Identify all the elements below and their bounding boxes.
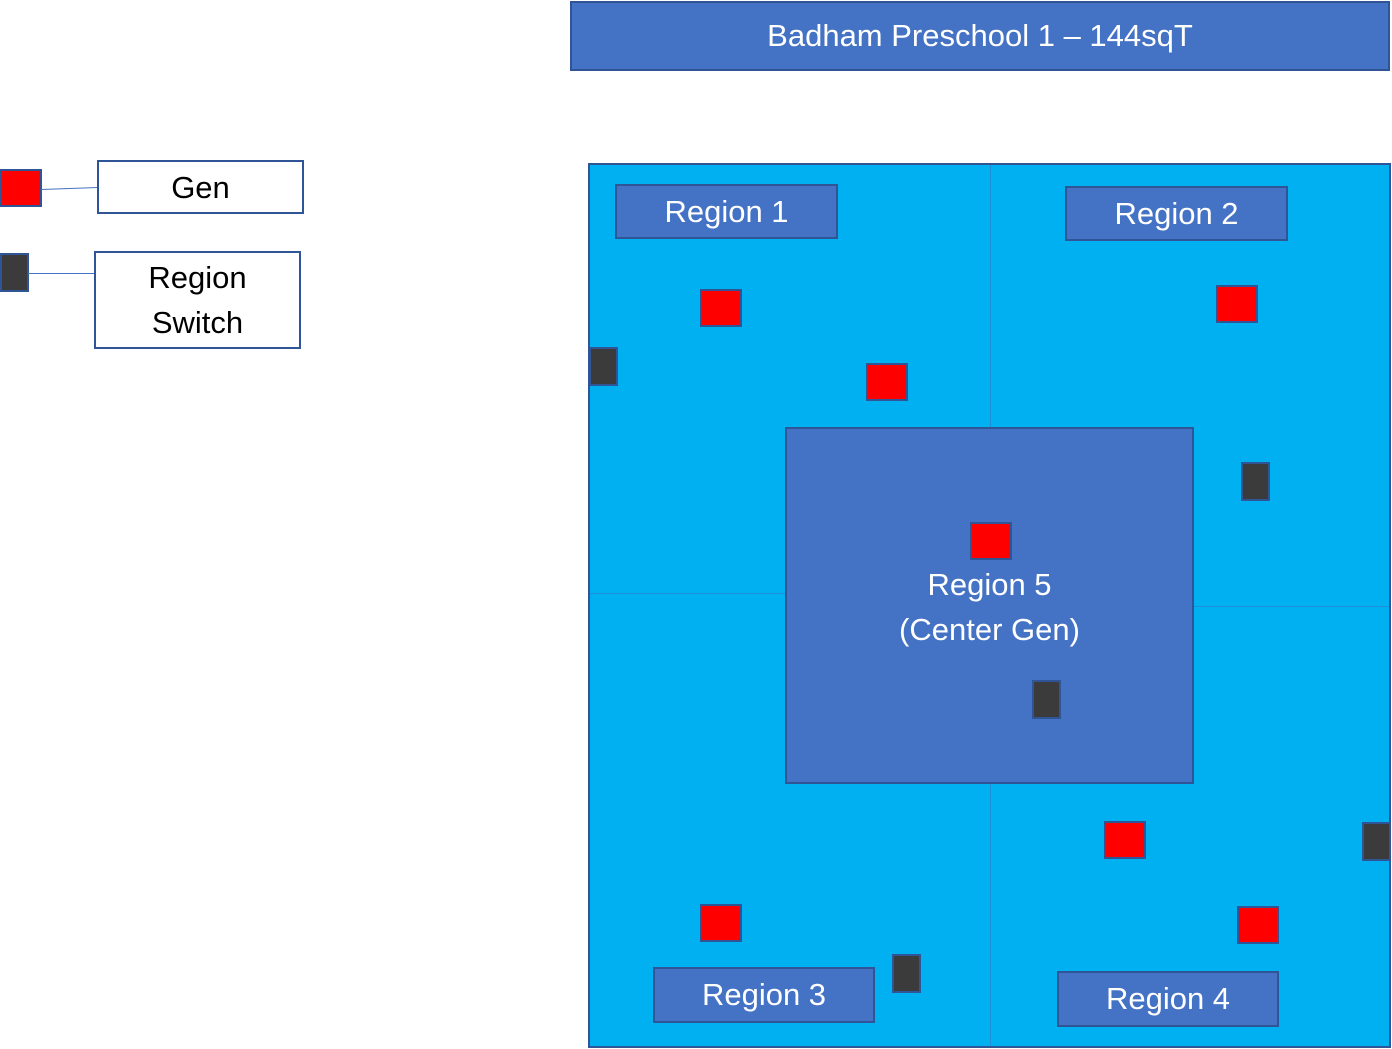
diagram-title: Badham Preschool 1 – 144sqT	[570, 1, 1390, 71]
region-4-label-text: Region 4	[1105, 981, 1231, 1016]
divider-top	[990, 165, 991, 427]
gen-marker	[1104, 821, 1146, 859]
legend-switch-label: Region Switch	[94, 251, 301, 349]
legend-switch-connector	[28, 273, 95, 274]
gen-marker	[1216, 285, 1258, 323]
region-5-label: Region 5 (Center Gen)	[785, 562, 1194, 652]
legend-gen-swatch	[0, 169, 42, 207]
region-1-label: Region 1	[615, 184, 838, 239]
legend-gen-connector	[41, 187, 99, 190]
gen-marker	[700, 289, 742, 327]
region-5-label-line1: Region 5	[927, 567, 1052, 602]
divider-bottom	[990, 784, 991, 1046]
gen-marker	[866, 363, 908, 401]
gen-marker	[970, 522, 1012, 560]
region-4-label: Region 4	[1057, 971, 1279, 1027]
legend-switch-text-line1: Region	[148, 260, 247, 295]
region-switch-marker	[892, 954, 921, 993]
divider-right	[1194, 606, 1389, 607]
region-switch-marker	[589, 347, 618, 386]
diagram-title-text: Badham Preschool 1 – 144sqT	[767, 18, 1193, 53]
region-switch-marker	[1241, 462, 1270, 501]
region-3-label: Region 3	[653, 967, 875, 1023]
region-switch-marker	[1362, 822, 1391, 861]
region-2-label-text: Region 2	[1114, 195, 1239, 231]
legend-gen-label: Gen	[97, 160, 304, 214]
divider-left	[590, 593, 785, 594]
gen-marker	[700, 904, 742, 942]
legend-gen-text: Gen	[171, 169, 230, 205]
region-1-label-text: Region 1	[664, 193, 789, 229]
region-2-label: Region 2	[1065, 186, 1288, 241]
gen-marker	[1237, 906, 1279, 944]
region-5-area	[785, 427, 1194, 784]
region-3-label-text: Region 3	[701, 977, 827, 1012]
region-switch-marker	[1032, 680, 1061, 719]
legend-switch-text-line2: Switch	[151, 305, 244, 340]
region-5-label-line2: (Center Gen)	[899, 612, 1080, 647]
legend-switch-swatch	[0, 253, 29, 292]
